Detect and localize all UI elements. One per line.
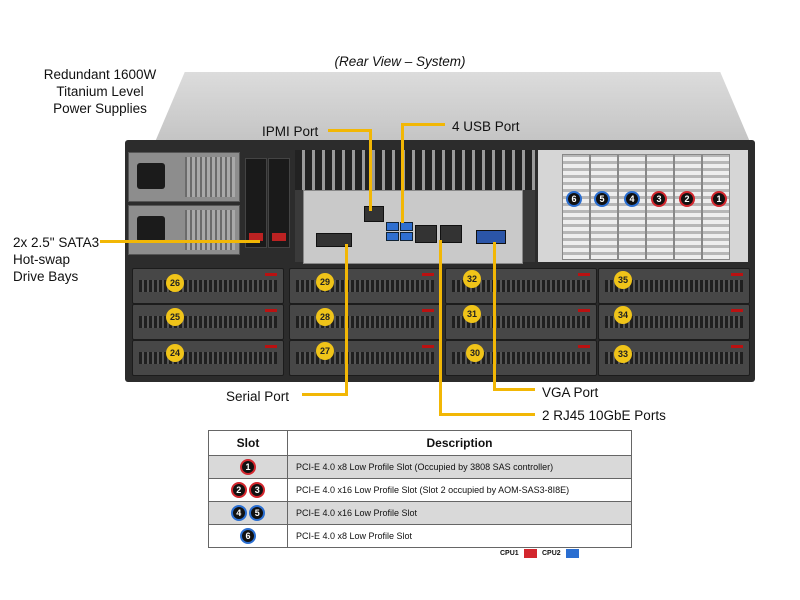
- vga-port-label: VGA Port: [542, 385, 599, 400]
- power-supply-2: [128, 205, 240, 255]
- drive-bay: [132, 304, 284, 340]
- usb-port: [400, 232, 413, 241]
- cpu2-key-label: CPU2: [542, 550, 561, 557]
- table-row: 2 3 PCI-E 4.0 x16 Low Profile Slot (Slot…: [208, 478, 632, 502]
- drive-bay-number: 26: [166, 274, 184, 292]
- ipmi-port-label: IPMI Port: [262, 124, 319, 139]
- vga-leader-line: [493, 242, 496, 390]
- drive-bay-number: 24: [166, 344, 184, 362]
- sata-bay-leader-line: [100, 240, 260, 243]
- slot-cell: 6: [208, 524, 288, 548]
- pcie-slot-table: Slot Description 1 PCI-E 4.0 x8 Low Prof…: [208, 430, 632, 548]
- drive-bay-number: 29: [316, 273, 334, 291]
- serial-port: [316, 233, 352, 247]
- pcie-slot-badge: 6: [566, 191, 582, 207]
- rj45-leader-line: [439, 240, 442, 416]
- drive-bay: [132, 268, 284, 304]
- rj45-port: [440, 225, 462, 243]
- pcie-slot-badge: 5: [594, 191, 610, 207]
- io-shield: [303, 190, 523, 264]
- serial-leader-line: [345, 244, 348, 395]
- ipmi-port: [364, 206, 384, 222]
- diagram-title: (Rear View – System): [334, 54, 466, 69]
- drive-bay-number: 33: [614, 345, 632, 363]
- usb-leader-line: [401, 123, 445, 126]
- description-cell: PCI-E 4.0 x8 Low Profile Slot (Occupied …: [287, 455, 632, 479]
- drive-bay-number: 34: [614, 306, 632, 324]
- table-header-row: Slot Description: [208, 430, 632, 456]
- power-supply-1: [128, 152, 240, 202]
- table-row: 6 PCI-E 4.0 x8 Low Profile Slot: [208, 524, 632, 548]
- rear-sata-bay-2: [268, 158, 290, 248]
- description-cell: PCI-E 4.0 x16 Low Profile Slot (Slot 2 o…: [287, 478, 632, 502]
- serial-port-label: Serial Port: [226, 389, 290, 404]
- pcie-slot-badge: 4: [230, 505, 247, 521]
- chassis-top-cover: [155, 72, 750, 142]
- table-row: 4 5 PCI-E 4.0 x16 Low Profile Slot: [208, 501, 632, 525]
- drive-bay-number: 25: [166, 308, 184, 326]
- column-header-description: Description: [287, 430, 632, 456]
- drive-bay-number: 30: [466, 344, 484, 362]
- drive-bay: [289, 340, 441, 376]
- cpu1-color-swatch: [524, 549, 537, 558]
- pcie-slot-badge: 1: [240, 459, 256, 475]
- drive-bay: [132, 340, 284, 376]
- vga-port: [476, 230, 506, 244]
- pcie-slot-badge: 3: [249, 482, 266, 498]
- rj45-port: [415, 225, 437, 243]
- pcie-slot-badge: 1: [711, 191, 727, 207]
- pcie-slot-badge: 3: [651, 191, 667, 207]
- table-row: 1 PCI-E 4.0 x8 Low Profile Slot (Occupie…: [208, 455, 632, 479]
- drive-bay-number: 35: [614, 271, 632, 289]
- slot-cell: 4 5: [208, 501, 288, 525]
- power-supply-callout: Redundant 1600W Titanium Level Power Sup…: [43, 67, 157, 116]
- ipmi-leader-line: [328, 129, 370, 132]
- usb-port: [386, 232, 399, 241]
- ipmi-leader-line: [369, 129, 372, 211]
- slot-cell: 1: [208, 455, 288, 479]
- cpu1-key-label: CPU1: [500, 550, 519, 557]
- sata-bay-callout: 2x 2.5" SATA3 Hot-swap Drive Bays: [13, 235, 100, 284]
- pcie-slot-badge: 4: [624, 191, 640, 207]
- pcie-slot-badge: 2: [679, 191, 695, 207]
- slot-cell: 2 3: [208, 478, 288, 502]
- drive-bay-number: 27: [316, 342, 334, 360]
- usb-leader-line: [401, 123, 404, 223]
- rj45-leader-line: [439, 413, 535, 416]
- column-header-slot: Slot: [208, 430, 288, 456]
- usb-port-label: 4 USB Port: [452, 119, 520, 134]
- pcie-slot-badge: 6: [240, 528, 256, 544]
- rj45-ports-label: 2 RJ45 10GbE Ports: [542, 408, 666, 423]
- serial-leader-line: [302, 393, 348, 396]
- pcie-slot-badge: 2: [230, 482, 247, 498]
- description-cell: PCI-E 4.0 x16 Low Profile Slot: [287, 501, 632, 525]
- usb-port: [386, 222, 399, 231]
- drive-bay-number: 28: [316, 308, 334, 326]
- vga-leader-line: [493, 388, 535, 391]
- description-cell: PCI-E 4.0 x8 Low Profile Slot: [287, 524, 632, 548]
- drive-bay: [289, 304, 441, 340]
- drive-bay: [289, 268, 441, 304]
- cpu2-color-swatch: [566, 549, 579, 558]
- rear-sata-bay-1: [245, 158, 267, 248]
- pcie-slot-badge: 5: [249, 505, 266, 521]
- drive-bay-number: 31: [463, 305, 481, 323]
- drive-bay-number: 32: [463, 270, 481, 288]
- usb-port: [400, 222, 413, 231]
- motherboard-vent: [295, 150, 535, 190]
